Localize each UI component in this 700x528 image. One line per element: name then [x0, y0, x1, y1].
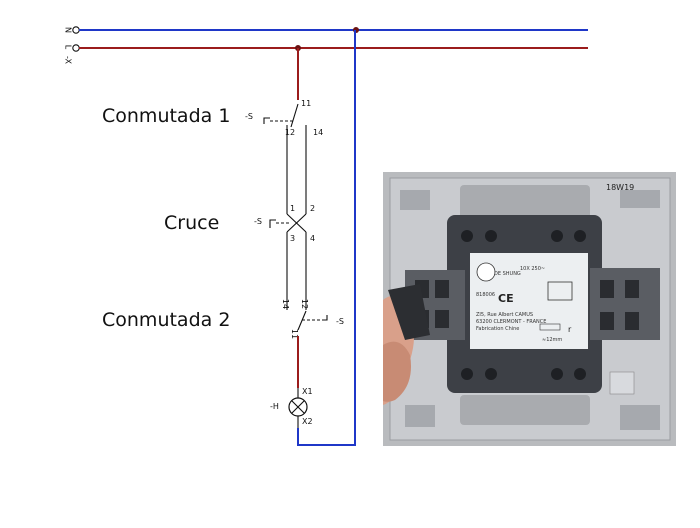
- lamp-ref: -H: [270, 402, 279, 411]
- switch1-pin-a: 12: [285, 128, 295, 137]
- switch2-ref: -S: [336, 317, 344, 326]
- cross-label: Cruce: [164, 212, 219, 234]
- switch1-label: Conmutada 1: [102, 105, 230, 127]
- switch1-ref: -S: [245, 112, 253, 121]
- svg-text:Fabrication Chine: Fabrication Chine: [476, 326, 519, 332]
- svg-text:ZI5, Rue Albert CAMUS: ZI5, Rue Albert CAMUS: [476, 312, 533, 318]
- neutral-terminal-label: N: [64, 27, 73, 33]
- switch-photo: 18W19 DE SHUNG 10X 250~ CE 818006 Z: [383, 172, 676, 446]
- neutral-return: [297, 30, 356, 446]
- svg-text:DE SHUNG: DE SHUNG: [494, 271, 521, 277]
- line-terminal: [72, 44, 80, 52]
- switch1-actuator: [263, 117, 270, 124]
- line-terminal-label: L: [64, 45, 73, 50]
- neutral-terminal: [72, 26, 80, 34]
- photo-conductor: ≈12mm: [542, 337, 562, 343]
- photo-mark: 18W19: [606, 183, 634, 192]
- switch2-actuator: [322, 315, 328, 321]
- svg-text:CE: CE: [498, 292, 514, 305]
- switch1-blade: [290, 103, 299, 128]
- cross-actuator: [269, 219, 276, 228]
- cross-blade-2: [286, 213, 307, 233]
- switch1-pin-b: 14: [313, 128, 323, 137]
- cross-pin-1: 1: [290, 204, 295, 213]
- cross-ref: -S: [254, 217, 262, 226]
- photo-rating: 10X 250~: [520, 266, 545, 272]
- cross-pin-2: 2: [310, 204, 315, 213]
- cross-pin-4: 4: [310, 234, 315, 243]
- switch2-pin-common: 11: [290, 329, 299, 339]
- switch2-pin-a: 14: [281, 299, 290, 309]
- supply-terminal-label: -X: [64, 56, 73, 64]
- lamp-cross-2: [291, 400, 305, 414]
- photo-letter: r: [568, 325, 572, 334]
- lamp-pin-x1: X1: [302, 387, 313, 396]
- photo-code: 818006: [476, 292, 495, 298]
- svg-text:63200 CLERMONT - FRANCE: 63200 CLERMONT - FRANCE: [476, 319, 546, 325]
- cross-contacts: [286, 200, 307, 246]
- switch1-pin-common: 11: [301, 99, 311, 108]
- switch2-pin-b: 12: [300, 299, 309, 309]
- switch2-label: Conmutada 2: [102, 309, 230, 331]
- cross-pin-3: 3: [290, 234, 295, 243]
- lamp-pin-x2: X2: [302, 417, 313, 426]
